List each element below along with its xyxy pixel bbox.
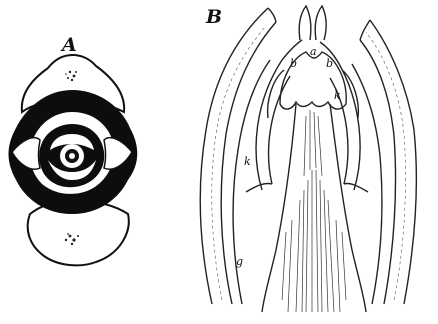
panel-b-central-axis	[262, 104, 296, 312]
label-a: a	[310, 46, 317, 57]
panel-b-label: B	[206, 8, 222, 27]
label-k-top: k	[334, 90, 341, 101]
label-k-mid: k	[244, 156, 251, 167]
panel-b-left-sheath-outer	[200, 8, 268, 304]
panel-b-vascular-hatching	[282, 110, 346, 312]
panel-b-right-sheath-outer	[370, 20, 416, 304]
panel-a-label: A	[62, 36, 77, 55]
label-b-right: b	[326, 58, 333, 69]
label-g: g	[236, 256, 243, 267]
label-b-left: b	[290, 58, 297, 69]
